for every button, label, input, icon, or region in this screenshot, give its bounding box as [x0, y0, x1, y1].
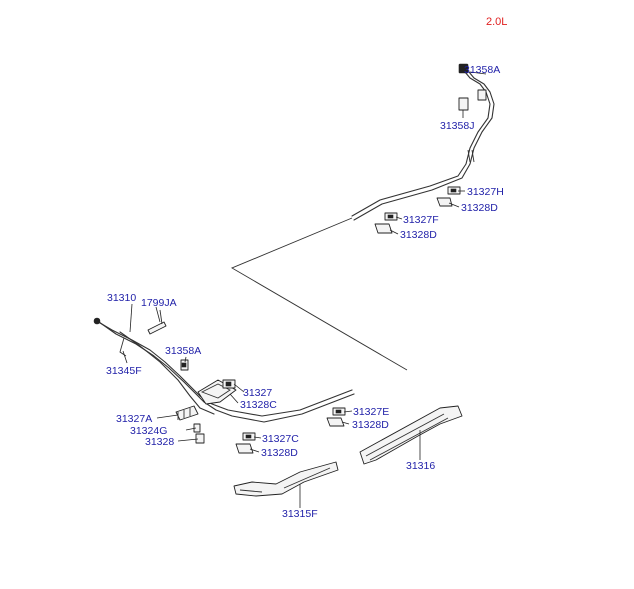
- label-31328C[interactable]: 31328C: [240, 399, 277, 411]
- label-31327A[interactable]: 31327A: [116, 413, 152, 425]
- label-31358J[interactable]: 31358J: [440, 120, 474, 132]
- label-31358A-top[interactable]: 31358A: [464, 64, 500, 76]
- pipe-routing-line: [230, 217, 408, 371]
- label-31328D-bottom[interactable]: 31328D: [261, 447, 298, 459]
- label-31328D-mid[interactable]: 31328D: [400, 229, 437, 241]
- label-31327F[interactable]: 31327F: [403, 214, 439, 226]
- label-31345F[interactable]: 31345F: [106, 365, 142, 377]
- clip-31327[interactable]: [222, 379, 236, 389]
- clamp-1799JA[interactable]: [147, 309, 167, 335]
- label-31327E[interactable]: 31327E: [353, 406, 389, 418]
- label-31328[interactable]: 31328: [145, 436, 174, 448]
- label-31358A-mid[interactable]: 31358A: [165, 345, 201, 357]
- label-31328D-upper[interactable]: 31328D: [461, 202, 498, 214]
- clip-31327H[interactable]: [447, 186, 461, 195]
- label-31327C[interactable]: 31327C: [262, 433, 299, 445]
- clip-31328D-lower[interactable]: [326, 417, 345, 427]
- rear-fuel-pipe-assembly: [351, 63, 495, 221]
- engine-variant-label: 2.0L: [486, 16, 507, 28]
- clip-31328D-mid[interactable]: [374, 223, 393, 234]
- label-31315F[interactable]: 31315F: [282, 508, 318, 520]
- label-31327[interactable]: 31327: [243, 387, 272, 399]
- label-31316[interactable]: 31316: [406, 460, 435, 472]
- label-31328D-lower[interactable]: 31328D: [352, 419, 389, 431]
- clip-31327E[interactable]: [332, 407, 346, 416]
- label-31324G[interactable]: 31324G: [130, 425, 167, 437]
- clip-31327C[interactable]: [242, 432, 256, 441]
- rail-31316[interactable]: [359, 405, 463, 465]
- label-1799JA[interactable]: 1799JA: [141, 297, 177, 309]
- clip-31328[interactable]: [195, 433, 205, 444]
- rail-31315F[interactable]: [233, 461, 339, 497]
- label-31310[interactable]: 31310: [107, 292, 136, 304]
- clip-31358A-mid[interactable]: [180, 359, 189, 371]
- leader-lines: [122, 71, 487, 508]
- label-31327H[interactable]: 31327H: [467, 186, 504, 198]
- clip-31327F[interactable]: [384, 212, 398, 221]
- clip-31328D-bottom[interactable]: [235, 443, 254, 454]
- clip-31328D-upper[interactable]: [436, 197, 453, 207]
- bracket-31327A[interactable]: [175, 405, 199, 421]
